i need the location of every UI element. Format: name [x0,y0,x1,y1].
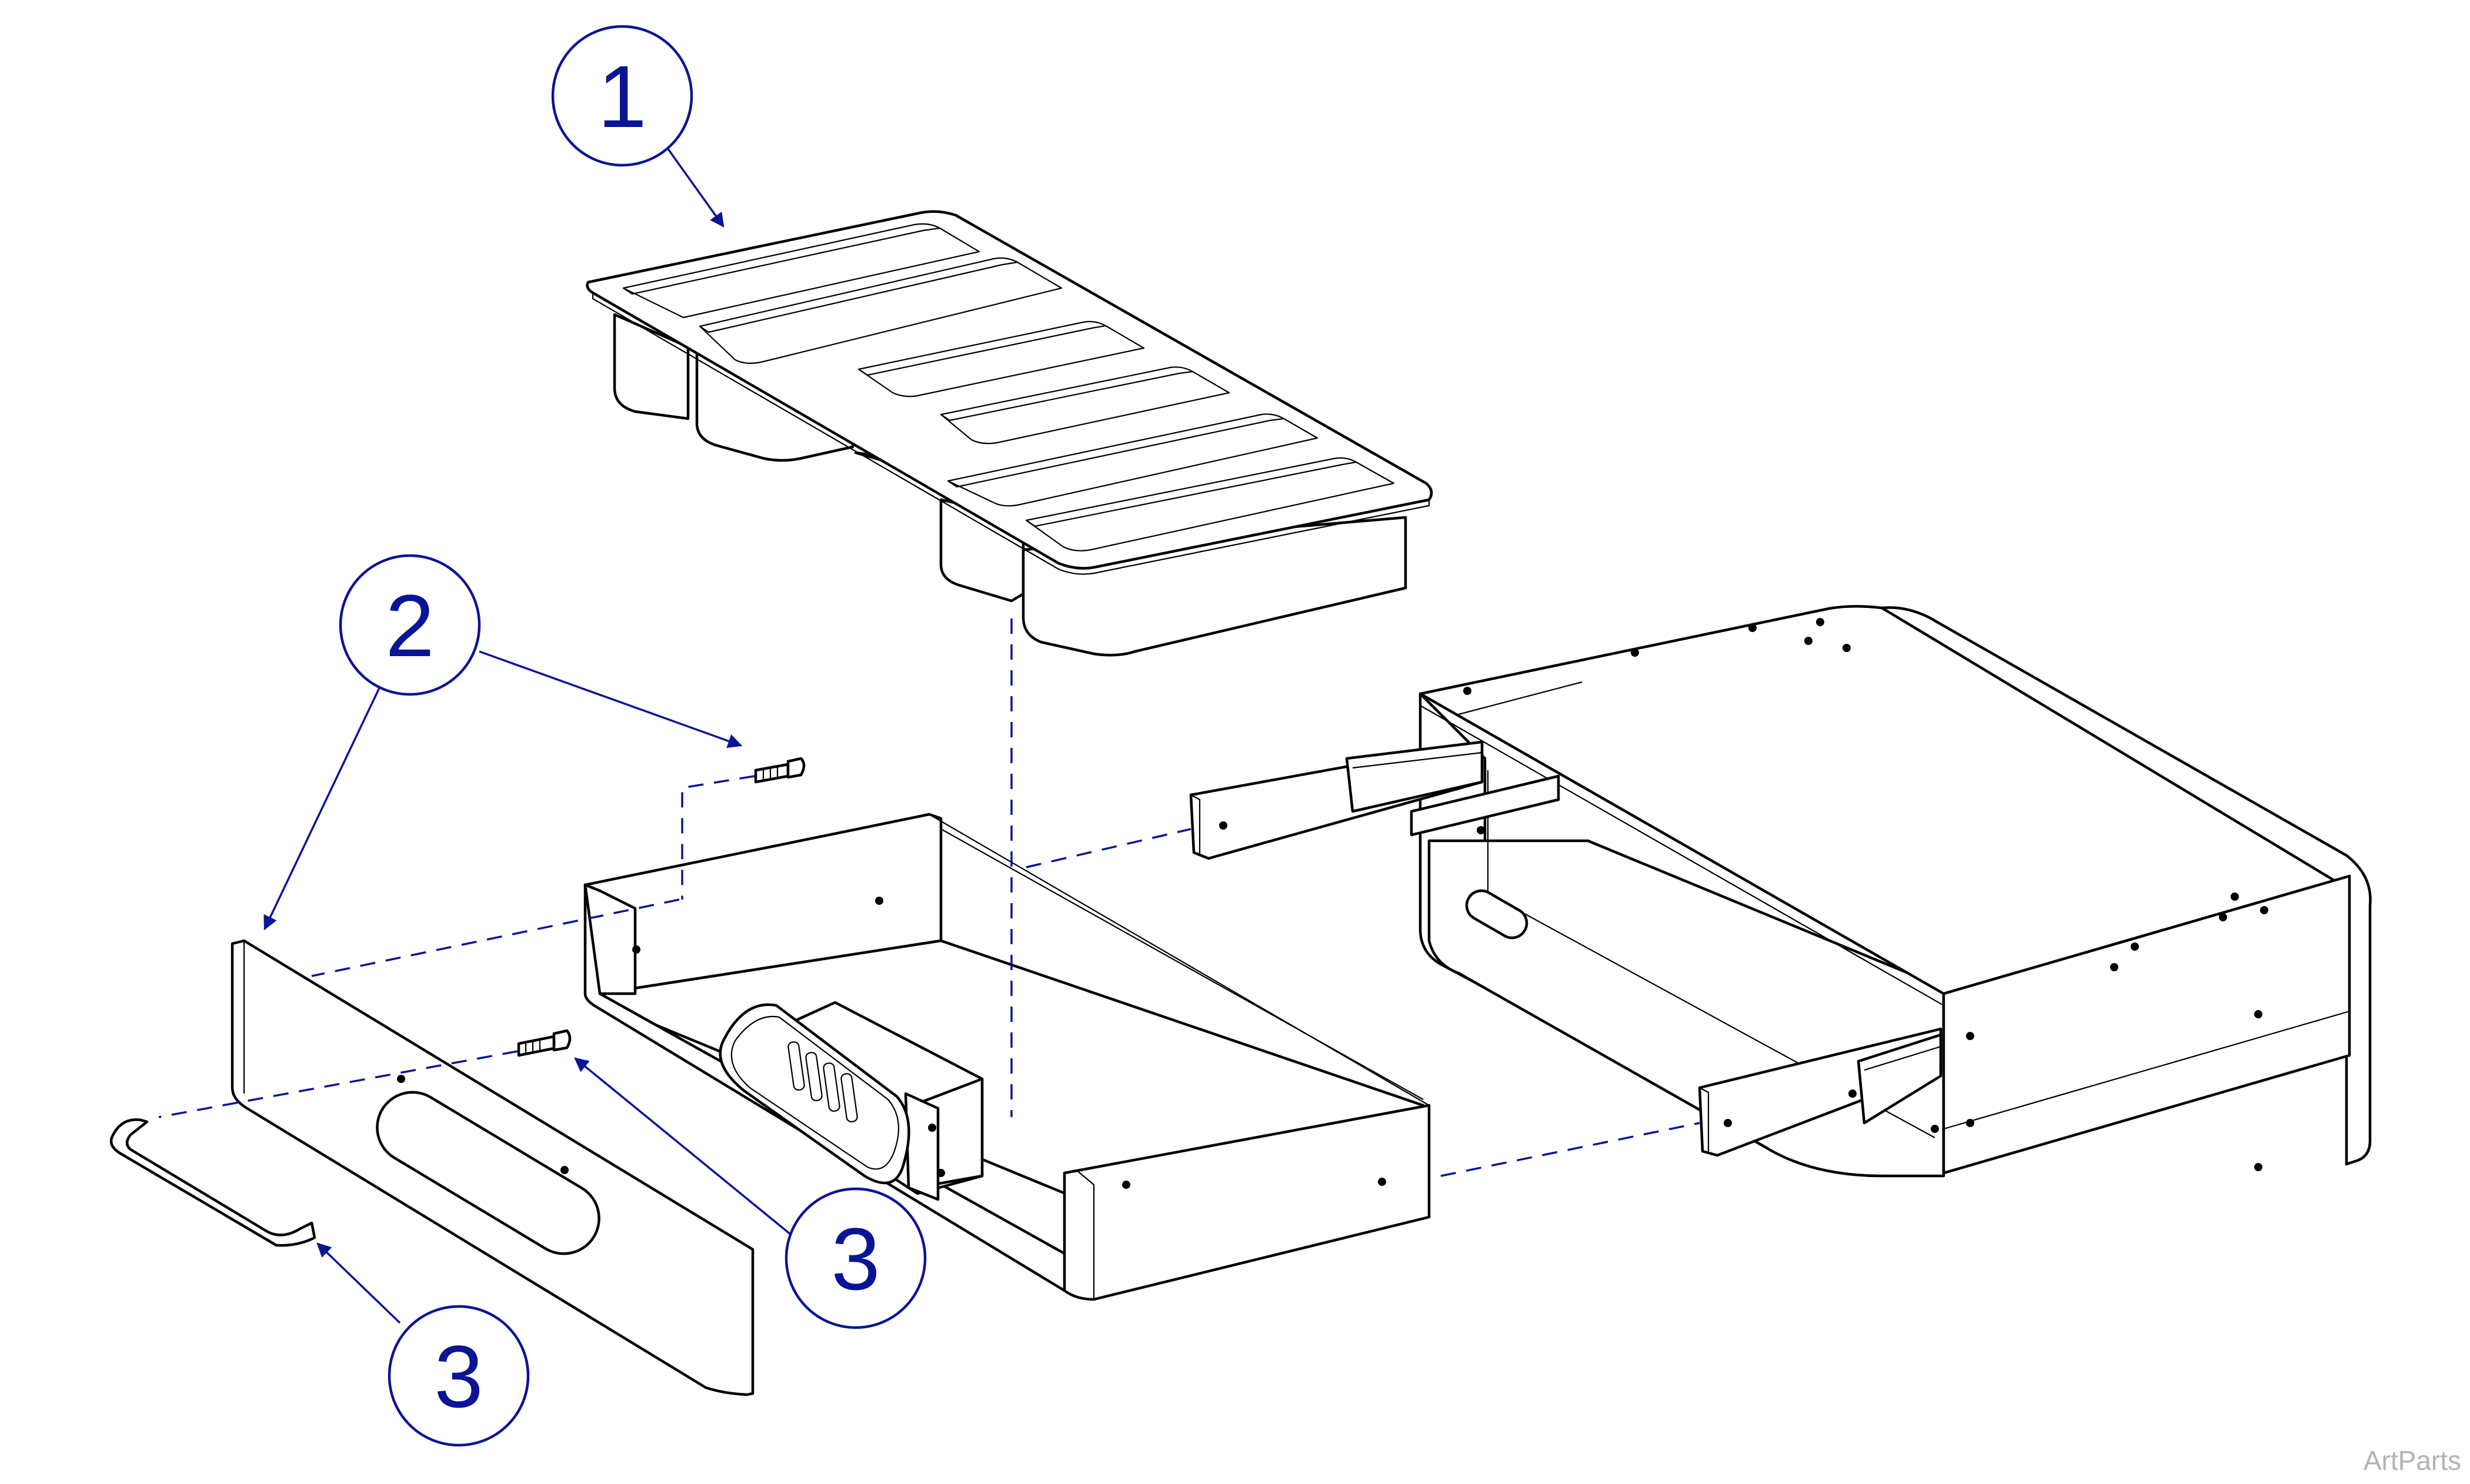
tray-compartment-2 [699,257,1063,364]
screw-upper [754,757,806,784]
drawer-lock-vents [787,1041,858,1122]
tray-compartment-3 [857,320,1145,397]
drawer-slide-lower [1698,1027,1942,1157]
callout-2: 2 [339,554,481,696]
cabinet-handle-slot [1465,889,1528,940]
cabinet-mounting-holes [1463,618,2268,1171]
leader-lines [263,143,792,1324]
tray-bin-1 [613,313,690,420]
callout-3-screw: 3 [785,1187,927,1329]
handle-rod [109,1118,316,1247]
assembly-guide-lines [158,619,1700,1177]
callout-1-label: 1 [598,47,646,146]
callout-3-handle: 3 [388,1305,530,1447]
tray-compartment-5 [947,413,1319,507]
screw-lower [517,1029,572,1057]
callout-2-label: 2 [385,576,434,675]
cabinet-right-panel [1880,606,2372,1166]
cabinet-front-face [1942,874,2351,1175]
callout-3-handle-label: 3 [434,1327,483,1426]
tray-compartment-1 [622,223,980,319]
organizer-tray [586,210,1433,657]
drawer-front-handle-slot [376,1091,600,1255]
drawer-lock-faceplate [719,1003,910,1185]
drawer-box [583,813,1431,1301]
drawer-front-wall [1063,1104,1431,1301]
callout-1: 1 [551,25,693,167]
tray-compartment-4 [940,366,1230,444]
tray-compartment-6 [1025,457,1395,552]
tray-bin-2 [695,351,855,462]
drawer-front-panel [231,939,755,1396]
artparts-watermark: ArtParts [2364,1445,2461,1476]
drawer-slide-upper [1189,740,1560,860]
callout-3-screw-label: 3 [831,1209,880,1308]
